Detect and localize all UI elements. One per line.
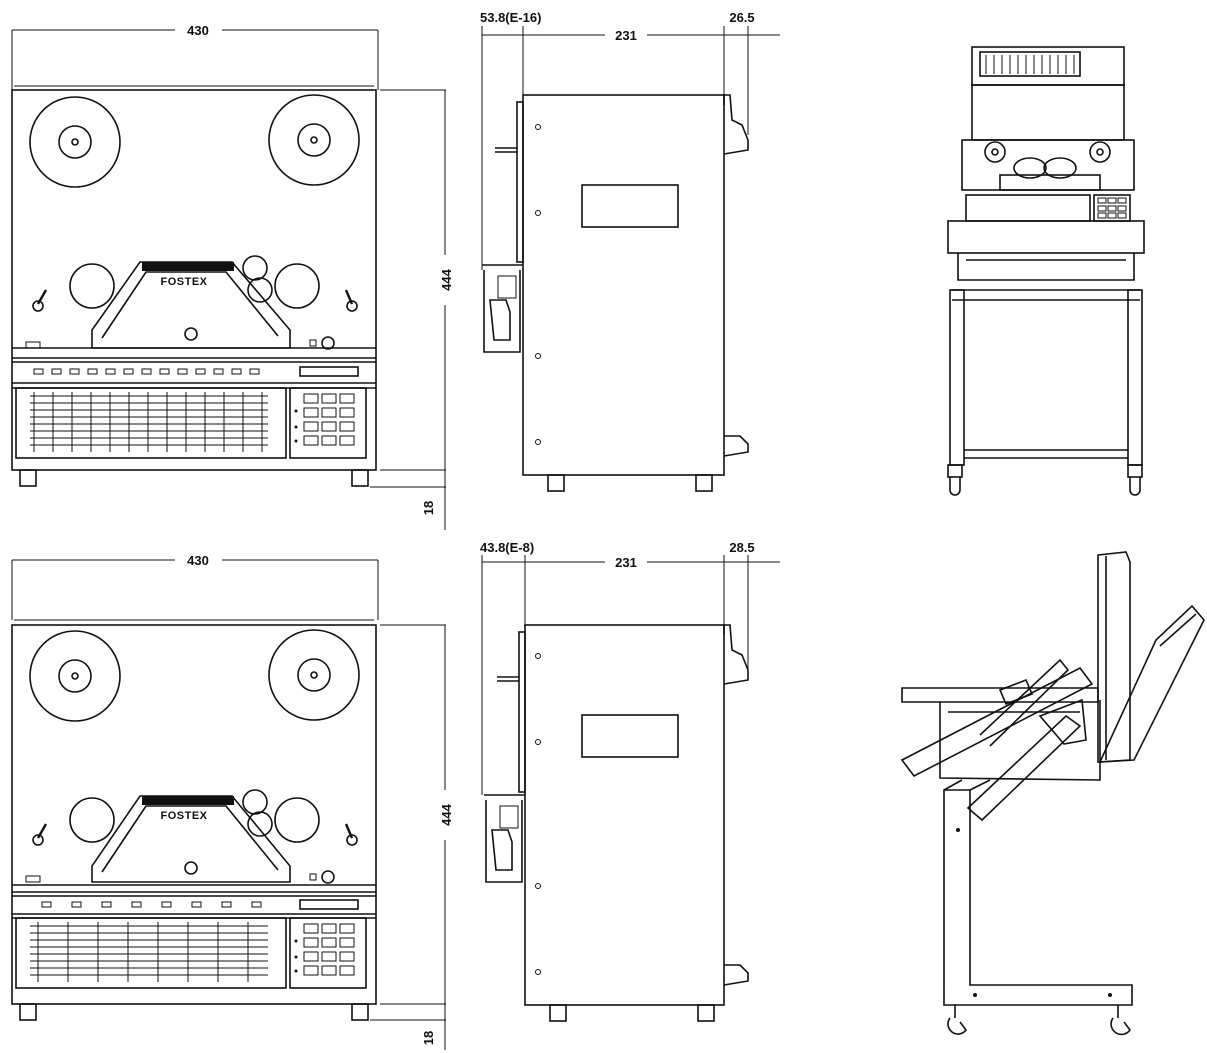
console-view-tilted	[900, 551, 1205, 1036]
foot-height-label-2: 18	[421, 1031, 436, 1045]
console-view-top	[947, 46, 1145, 496]
front-view-top: 430 444 18 FOSTEX	[11, 23, 454, 530]
side-depth-label: 231	[615, 28, 637, 43]
side-rear-label-2: 28.5	[729, 540, 754, 555]
brand-label-2: FOSTEX	[160, 810, 207, 822]
brand-label: FOSTEX	[160, 276, 207, 288]
front-width-label: 430	[187, 23, 209, 38]
side-rear-label: 26.5	[729, 10, 754, 25]
front-view-bottom: 430 444 18 FOSTEX	[11, 553, 454, 1050]
side-offset-label-2: 43.8(E-8)	[480, 540, 534, 555]
front-width-label-2: 430	[187, 553, 209, 568]
front-height-label: 444	[439, 268, 454, 290]
foot-height-label: 18	[421, 501, 436, 515]
front-height-label-2: 444	[439, 803, 454, 825]
side-offset-label: 53.8(E-16)	[480, 10, 541, 25]
side-view-bottom: 43.8(E-8) 231 28.5	[480, 540, 780, 1022]
side-view-top: 53.8(E-16) 231 26.5	[480, 10, 780, 492]
side-depth-label-2: 231	[615, 555, 637, 570]
